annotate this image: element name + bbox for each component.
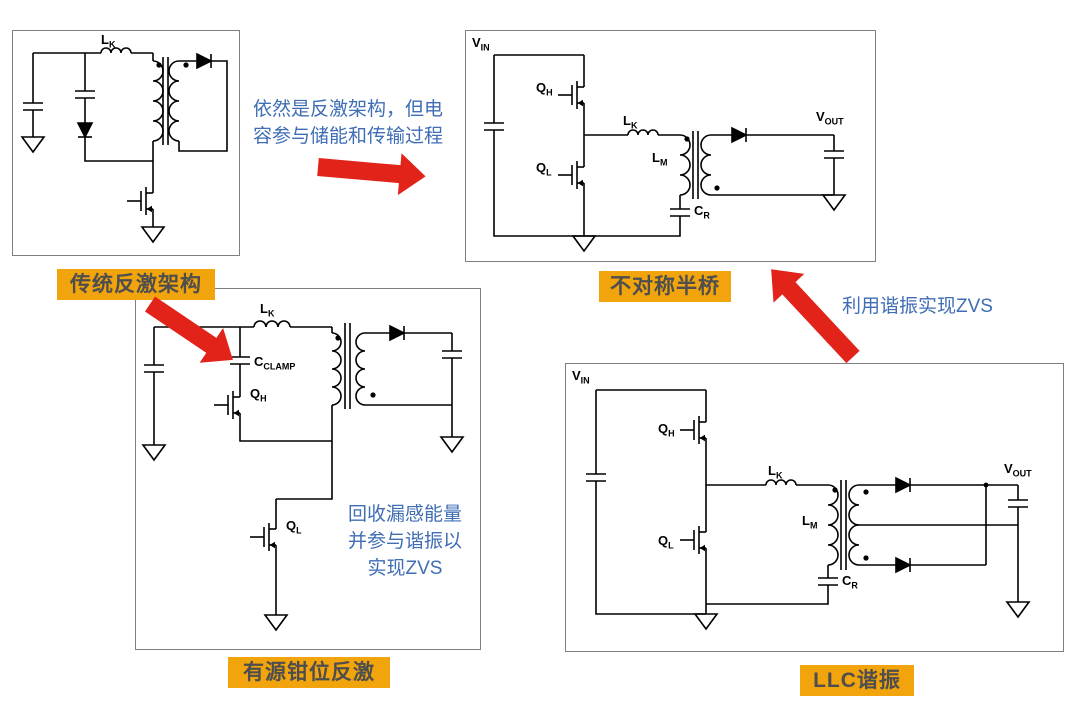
qh-label: QH [250, 386, 267, 404]
half-bridge [679, 390, 718, 630]
polarity-dot [832, 487, 838, 493]
mosfet-qh-icon [213, 384, 241, 426]
ground-icon [822, 194, 846, 211]
resonant-cap-cr [584, 195, 690, 237]
ahb-title: 不对称半桥 [599, 271, 731, 302]
resonant-cap-cr [706, 565, 838, 605]
mosfet-qh-icon [679, 409, 707, 451]
clamp-branch [75, 53, 153, 162]
lm-label: LM [652, 150, 668, 168]
ground-icon [440, 436, 464, 453]
polarity-dot [714, 185, 720, 191]
lk-label: LK [101, 32, 116, 50]
output-stage [711, 127, 846, 211]
input-source [586, 389, 706, 615]
half-bridge [557, 55, 596, 252]
mosfet-icon [126, 180, 154, 222]
output-diode-bottom-icon [895, 557, 911, 573]
cr-label: CR [694, 203, 710, 221]
secondary-rectifier [178, 53, 228, 152]
output-diode-icon [196, 53, 212, 69]
qh-label: QH [536, 80, 553, 98]
junction-dot [983, 482, 989, 488]
llc-title: LLC谐振 [800, 665, 914, 696]
acf-circuit-panel: LK CCLAMP QH QL 回收漏感能量 并参与谐振以 实现ZVS [135, 288, 481, 650]
acf-schematic [142, 320, 464, 631]
lk-label: LK [623, 113, 638, 131]
ground-icon [141, 226, 165, 243]
clamp-diode-icon [77, 122, 93, 138]
polarity-dot [335, 335, 341, 341]
transformer [331, 323, 376, 409]
vin-label: VIN [472, 35, 490, 53]
transformer [679, 131, 720, 199]
transformer [152, 53, 189, 145]
vin-label: VIN [572, 368, 590, 386]
ahb-circuit-panel: VIN QH QL LK LM CR VOUT [465, 30, 876, 262]
mosfet-ql-icon [557, 154, 585, 196]
polarity-dot [370, 392, 376, 398]
ql-label: QL [536, 160, 552, 178]
transformer [827, 480, 869, 570]
input-source [484, 54, 584, 237]
polarity-dot [684, 136, 690, 142]
qh-label: QH [658, 421, 675, 439]
ground-icon [572, 235, 596, 252]
lm-label: LM [802, 513, 818, 531]
lk-label: LK [768, 463, 783, 481]
note-llc-to-ahb: 利用谐振实现ZVS [842, 296, 993, 317]
ground-icon [694, 613, 718, 630]
polarity-dot [183, 62, 189, 68]
cclamp-label: CCLAMP [254, 354, 296, 372]
input-source [21, 52, 153, 153]
flyback-schematic [21, 47, 228, 243]
note-flyback-to-ahb: 依然是反激架构，但电 容参与储能和传输过程 [252, 99, 443, 147]
resonant-inductor-lk [584, 129, 680, 136]
llc-schematic [586, 389, 1030, 630]
primary-switch [126, 141, 165, 243]
output-stage [365, 325, 464, 453]
leakage-inductor-lk [253, 320, 291, 328]
polarity-dot [156, 62, 162, 68]
lk-label: LK [260, 301, 275, 319]
polarity-dot [863, 555, 869, 561]
flyback-circuit-panel: LK [12, 30, 240, 256]
input-source [142, 326, 332, 461]
arrow-flyback-to-ahb [317, 153, 426, 196]
mosfet-qh-icon [557, 74, 585, 116]
ahb-schematic [484, 54, 846, 252]
vout-label: VOUT [1004, 461, 1032, 479]
ground-icon [21, 136, 45, 153]
ground-icon [264, 614, 288, 631]
polarity-dot [863, 489, 869, 495]
ground-icon [142, 444, 166, 461]
leakage-inductor-lk [100, 47, 132, 54]
primary-switch [249, 405, 333, 631]
output-diode-top-icon [895, 477, 911, 493]
ql-label: QL [286, 518, 302, 536]
mosfet-ql-icon [249, 516, 277, 558]
vout-label: VOUT [816, 109, 844, 127]
active-clamp-branch [213, 327, 332, 442]
acf-title: 有源钳位反激 [228, 657, 390, 688]
ground-icon [1006, 601, 1030, 618]
flyback-title: 传统反激架构 [57, 269, 215, 300]
output-stage [859, 477, 1030, 618]
note-acf-zvs: 回收漏感能量 并参与谐振以 实现ZVS [347, 504, 462, 579]
ql-label: QL [658, 533, 674, 551]
llc-circuit-panel: VIN QH QL LK LM CR VOUT [565, 363, 1064, 652]
output-diode-icon [731, 127, 747, 143]
output-diode-icon [389, 325, 405, 341]
mosfet-ql-icon [679, 519, 707, 561]
resonant-inductor-lk [706, 479, 828, 486]
cr-label: CR [842, 573, 858, 591]
